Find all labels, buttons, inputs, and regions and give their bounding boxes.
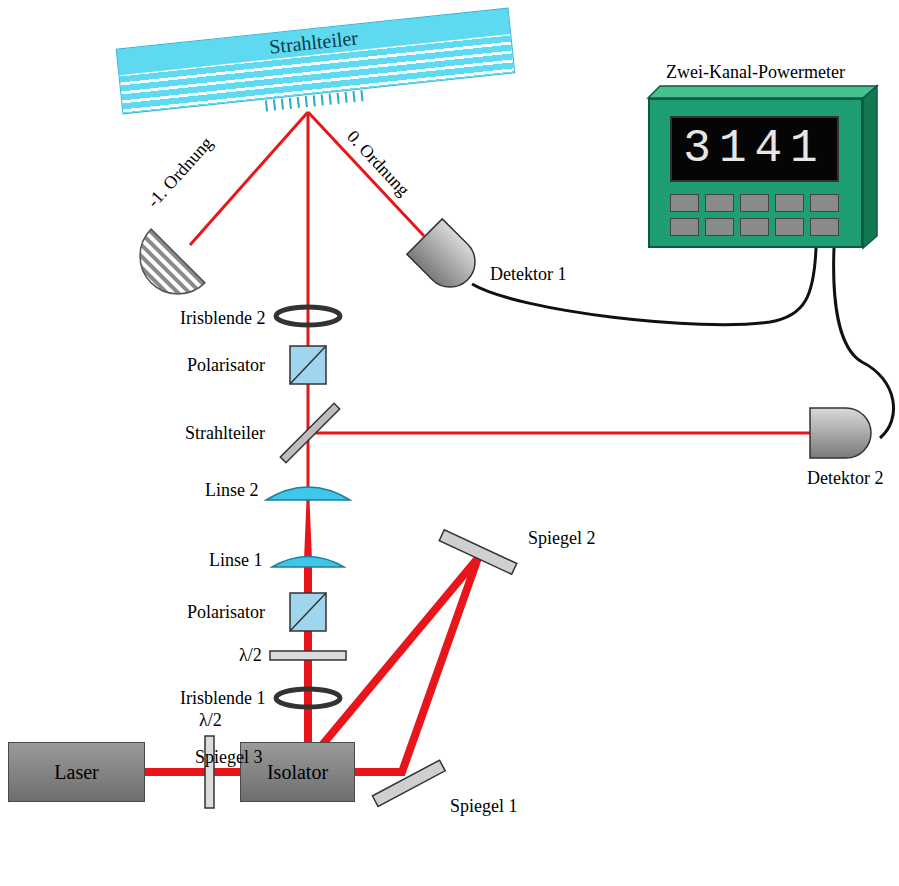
waveplate xyxy=(205,736,214,808)
device-box: Laser xyxy=(8,742,145,802)
component-label: Irisblende 1 xyxy=(180,688,265,709)
button xyxy=(775,194,804,212)
iris xyxy=(276,307,340,325)
component-label: Irisblende 2 xyxy=(180,308,265,329)
mirror xyxy=(439,530,517,575)
component-name: Isolator xyxy=(267,761,328,784)
lens xyxy=(272,557,344,568)
laser-beam xyxy=(308,558,478,772)
order-label: -1. Ordnung xyxy=(143,133,217,212)
cable xyxy=(472,248,816,325)
detector-label: Detektor 1 xyxy=(490,264,566,285)
meter-top xyxy=(648,86,877,98)
button xyxy=(705,194,734,212)
component-label: λ/2 xyxy=(239,645,262,666)
laser-beam xyxy=(304,500,312,560)
component-label: Spiegel 1 xyxy=(450,796,518,817)
meter-side xyxy=(863,86,877,248)
button xyxy=(670,218,699,236)
button xyxy=(740,194,769,212)
component-label: Polarisator xyxy=(187,355,265,376)
display-reading: 3141 xyxy=(672,118,837,180)
beam-dump xyxy=(124,229,205,310)
beam-splitter xyxy=(280,403,339,462)
button xyxy=(705,218,734,236)
component-label: Linse 1 xyxy=(209,550,263,571)
detector-label: Detektor 2 xyxy=(807,468,883,489)
button xyxy=(810,194,839,212)
detector-symbol xyxy=(407,219,485,297)
laser-beam xyxy=(190,112,308,245)
component-label: λ/2 xyxy=(199,710,222,731)
order-label: 0. Ordnung xyxy=(342,126,413,200)
laser-beam xyxy=(145,768,240,776)
grating-beam-splitter: Strahlteiler xyxy=(116,8,516,115)
waveplate xyxy=(270,651,346,660)
component-label: Spiegel 3 xyxy=(195,747,263,768)
button xyxy=(775,218,804,236)
lens xyxy=(266,487,350,500)
component-label: Linse 2 xyxy=(205,480,259,501)
component-label: Spiegel 2 xyxy=(528,528,596,549)
polarizer xyxy=(290,593,326,631)
display: 3141 xyxy=(670,116,839,182)
laser-beam xyxy=(308,112,424,236)
laser-beam xyxy=(308,432,810,435)
mirror xyxy=(372,760,445,806)
component-label: Polarisator xyxy=(187,602,265,623)
detector-symbol xyxy=(810,408,871,458)
iris xyxy=(276,689,340,707)
device-title: Zwei-Kanal-Powermeter xyxy=(666,62,845,83)
component-name: Laser xyxy=(54,761,98,784)
polarizer xyxy=(290,346,326,384)
button xyxy=(810,218,839,236)
component-name: Strahlteiler xyxy=(117,9,510,75)
button xyxy=(740,218,769,236)
button xyxy=(670,194,699,212)
component-label: Strahlteiler xyxy=(185,423,265,444)
powermeter: Zwei-Kanal-Powermeter3141 xyxy=(648,98,863,248)
